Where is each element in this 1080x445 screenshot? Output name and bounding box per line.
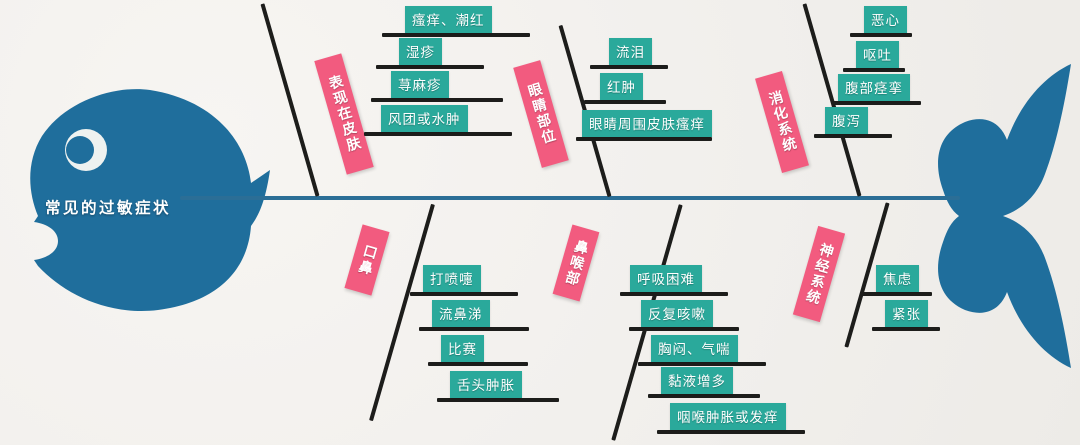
twig-3-1 <box>850 33 912 37</box>
twig-2-2 <box>584 100 666 104</box>
twig-5-1 <box>620 292 728 296</box>
item-chip-4-2[interactable]: 流鼻涕 <box>432 300 490 327</box>
item-chip-2-2[interactable]: 红肿 <box>600 73 643 100</box>
twig-1-2 <box>376 65 484 69</box>
item-chip-1-4[interactable]: 风团或水肿 <box>381 105 468 132</box>
page-title: 常见的过敏症状 <box>45 199 172 217</box>
item-chip-1-2[interactable]: 湿疹 <box>399 38 442 65</box>
item-chip-5-2[interactable]: 反复咳嗽 <box>641 300 713 327</box>
twig-5-4 <box>648 394 760 398</box>
fish-head-shape <box>30 89 270 311</box>
item-chip-2-3[interactable]: 眼睛周围皮肤瘙痒 <box>582 110 712 137</box>
twig-1-3 <box>371 98 503 102</box>
twig-4-4 <box>437 398 559 402</box>
item-chip-4-1[interactable]: 打喷嚏 <box>423 265 481 292</box>
item-chip-3-4[interactable]: 腹泻 <box>825 107 868 134</box>
item-chip-3-2[interactable]: 呕吐 <box>856 41 899 68</box>
item-chip-3-3[interactable]: 腹部痉挛 <box>838 74 910 101</box>
category-tag-3[interactable]: 消化系统 <box>755 71 809 173</box>
twig-2-1 <box>590 65 668 69</box>
spine-line <box>180 196 960 200</box>
category-tag-1[interactable]: 表现在皮肤 <box>314 53 374 175</box>
twig-6-2 <box>872 327 940 331</box>
twig-3-4 <box>814 134 892 138</box>
item-chip-1-3[interactable]: 荨麻疹 <box>391 71 449 98</box>
twig-1-1 <box>382 33 530 37</box>
twig-3-2 <box>843 68 905 72</box>
item-chip-1-1[interactable]: 瘙痒、潮红 <box>405 6 492 33</box>
twig-5-5 <box>657 430 805 434</box>
item-chip-5-1[interactable]: 呼吸困难 <box>630 265 702 292</box>
fish-tail-shape <box>938 64 1071 368</box>
item-chip-4-3[interactable]: 比赛 <box>441 335 484 362</box>
category-tag-6[interactable]: 神经系统 <box>792 225 846 323</box>
twig-6-1 <box>862 292 932 296</box>
twig-5-2 <box>629 327 739 331</box>
item-chip-4-4[interactable]: 舌头肿胀 <box>450 371 522 398</box>
twig-2-3 <box>576 137 712 141</box>
category-tag-5[interactable]: 鼻喉部 <box>552 224 600 302</box>
item-chip-2-1[interactable]: 流泪 <box>609 38 652 65</box>
twig-4-1 <box>410 292 518 296</box>
item-chip-6-1[interactable]: 焦虑 <box>876 265 919 292</box>
item-chip-6-2[interactable]: 紧张 <box>885 300 928 327</box>
twig-3-3 <box>833 101 921 105</box>
item-chip-5-4[interactable]: 黏液增多 <box>661 367 733 394</box>
item-chip-5-5[interactable]: 咽喉肿胀或发痒 <box>670 403 786 430</box>
category-tag-4[interactable]: 口鼻 <box>344 224 390 296</box>
twig-4-2 <box>419 327 529 331</box>
category-tag-2[interactable]: 眼睛部位 <box>513 60 569 168</box>
item-chip-3-1[interactable]: 恶心 <box>864 6 907 33</box>
twig-1-4 <box>364 132 512 136</box>
item-chip-5-3[interactable]: 胸闷、气喘 <box>651 335 738 362</box>
twig-4-3 <box>428 362 528 366</box>
twig-5-3 <box>638 362 766 366</box>
